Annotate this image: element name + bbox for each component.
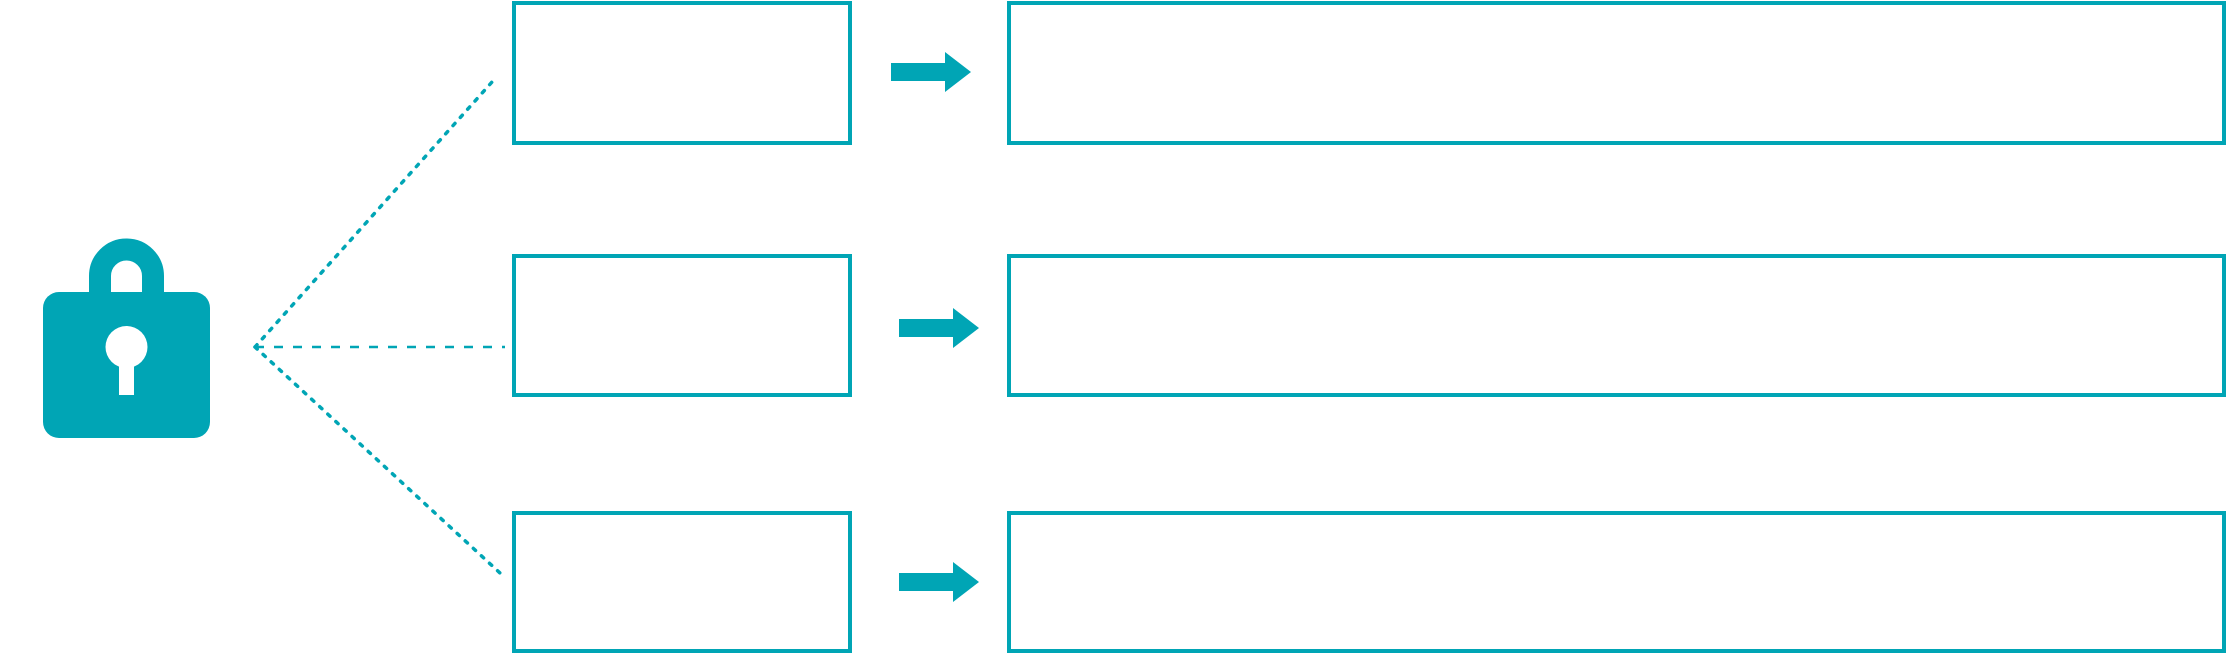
source-box-1 [512, 1, 852, 145]
lock-keyhole-stem [119, 357, 134, 395]
arrow-right-icon [899, 308, 979, 348]
arrow-right-icon [899, 562, 979, 602]
arrow-right-shape [899, 562, 979, 602]
source-box-2 [512, 254, 852, 397]
arrow-right-shape [891, 52, 971, 92]
connector-bottom [253, 345, 502, 575]
arrow-right-icon [891, 52, 971, 92]
arrow-right-shape [899, 308, 979, 348]
lock-icon-svg [43, 238, 210, 438]
lock-keyhole-circle [105, 326, 148, 368]
source-box-3 [512, 511, 852, 653]
target-box-2 [1007, 254, 2226, 397]
target-box-1 [1007, 1, 2226, 145]
lock-shackle [89, 238, 164, 327]
lock-icon [43, 217, 210, 438]
connector-top [253, 80, 494, 349]
target-box-3 [1007, 511, 2226, 653]
